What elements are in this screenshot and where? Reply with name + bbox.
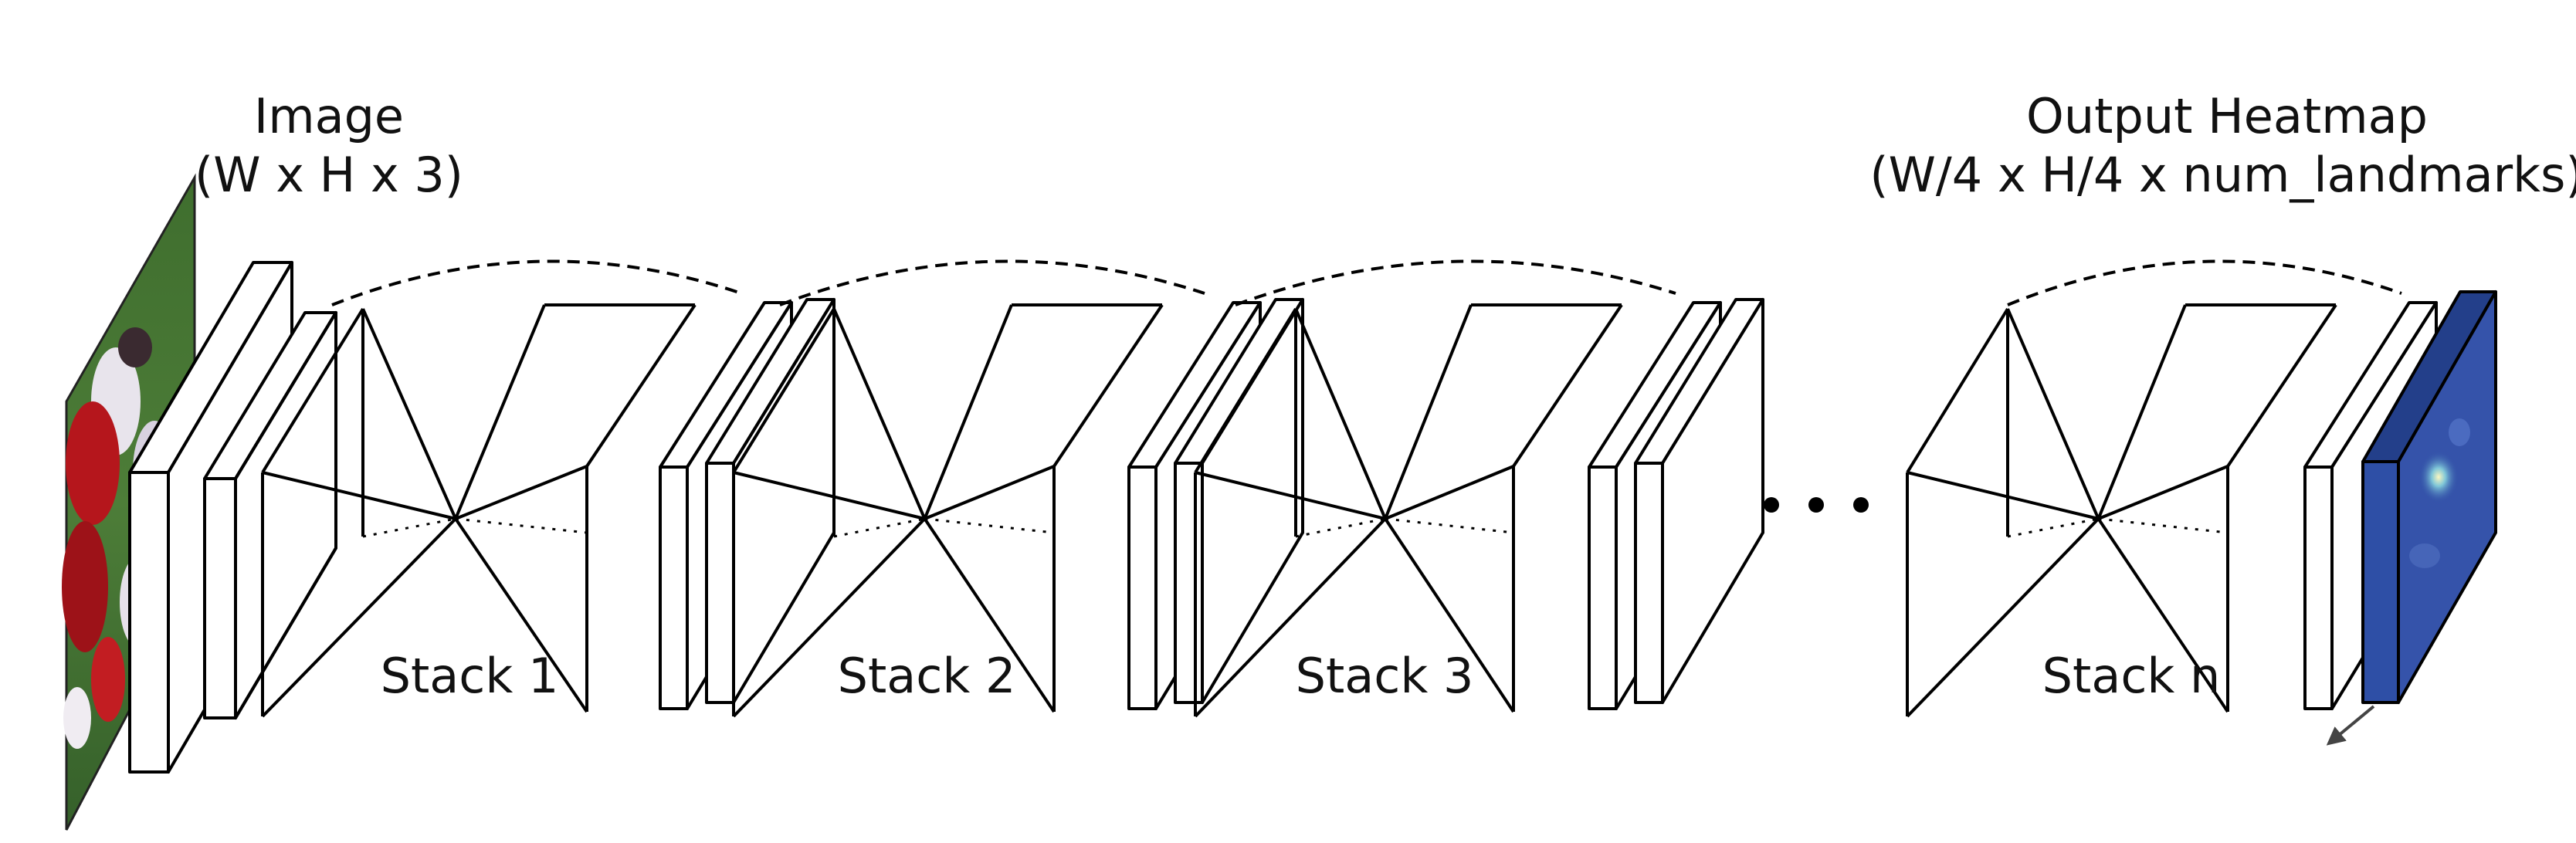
residual-block-3	[1588, 298, 1764, 710]
stack-label-1: Stack 1	[380, 648, 559, 704]
output-arrow-icon	[2326, 705, 2375, 746]
output-title: Output Heatmap	[2026, 88, 2428, 144]
ellipsis-dot	[1853, 497, 1869, 513]
skip-arc-2	[779, 259, 1205, 306]
hourglass-2	[732, 303, 1164, 718]
input-dims: (W x H x 3)	[195, 147, 463, 203]
stack-label-n: Stack n	[2042, 648, 2221, 704]
output-dims: (W/4 x H/4 x num_landmarks)	[1869, 147, 2576, 203]
hourglass-4	[1906, 303, 2337, 718]
residual-block-2	[1127, 298, 1304, 710]
skip-arc-3	[1235, 259, 1676, 306]
skip-connections	[331, 259, 2402, 306]
skip-arc-4	[2007, 259, 2402, 306]
skip-arc-1	[331, 259, 742, 306]
residual-block-1	[659, 298, 836, 710]
hourglass-1	[261, 303, 697, 718]
ellipsis-dot	[1764, 497, 1779, 513]
ellipsis-dot	[1808, 497, 1824, 513]
hourglass-3	[1194, 303, 1623, 718]
stack-label-3: Stack 3	[1295, 648, 1474, 704]
stack-label-2: Stack 2	[837, 648, 1016, 704]
preprocess-block-2	[203, 311, 337, 719]
input-title: Image	[253, 88, 405, 144]
output-heatmap	[2361, 290, 2497, 704]
